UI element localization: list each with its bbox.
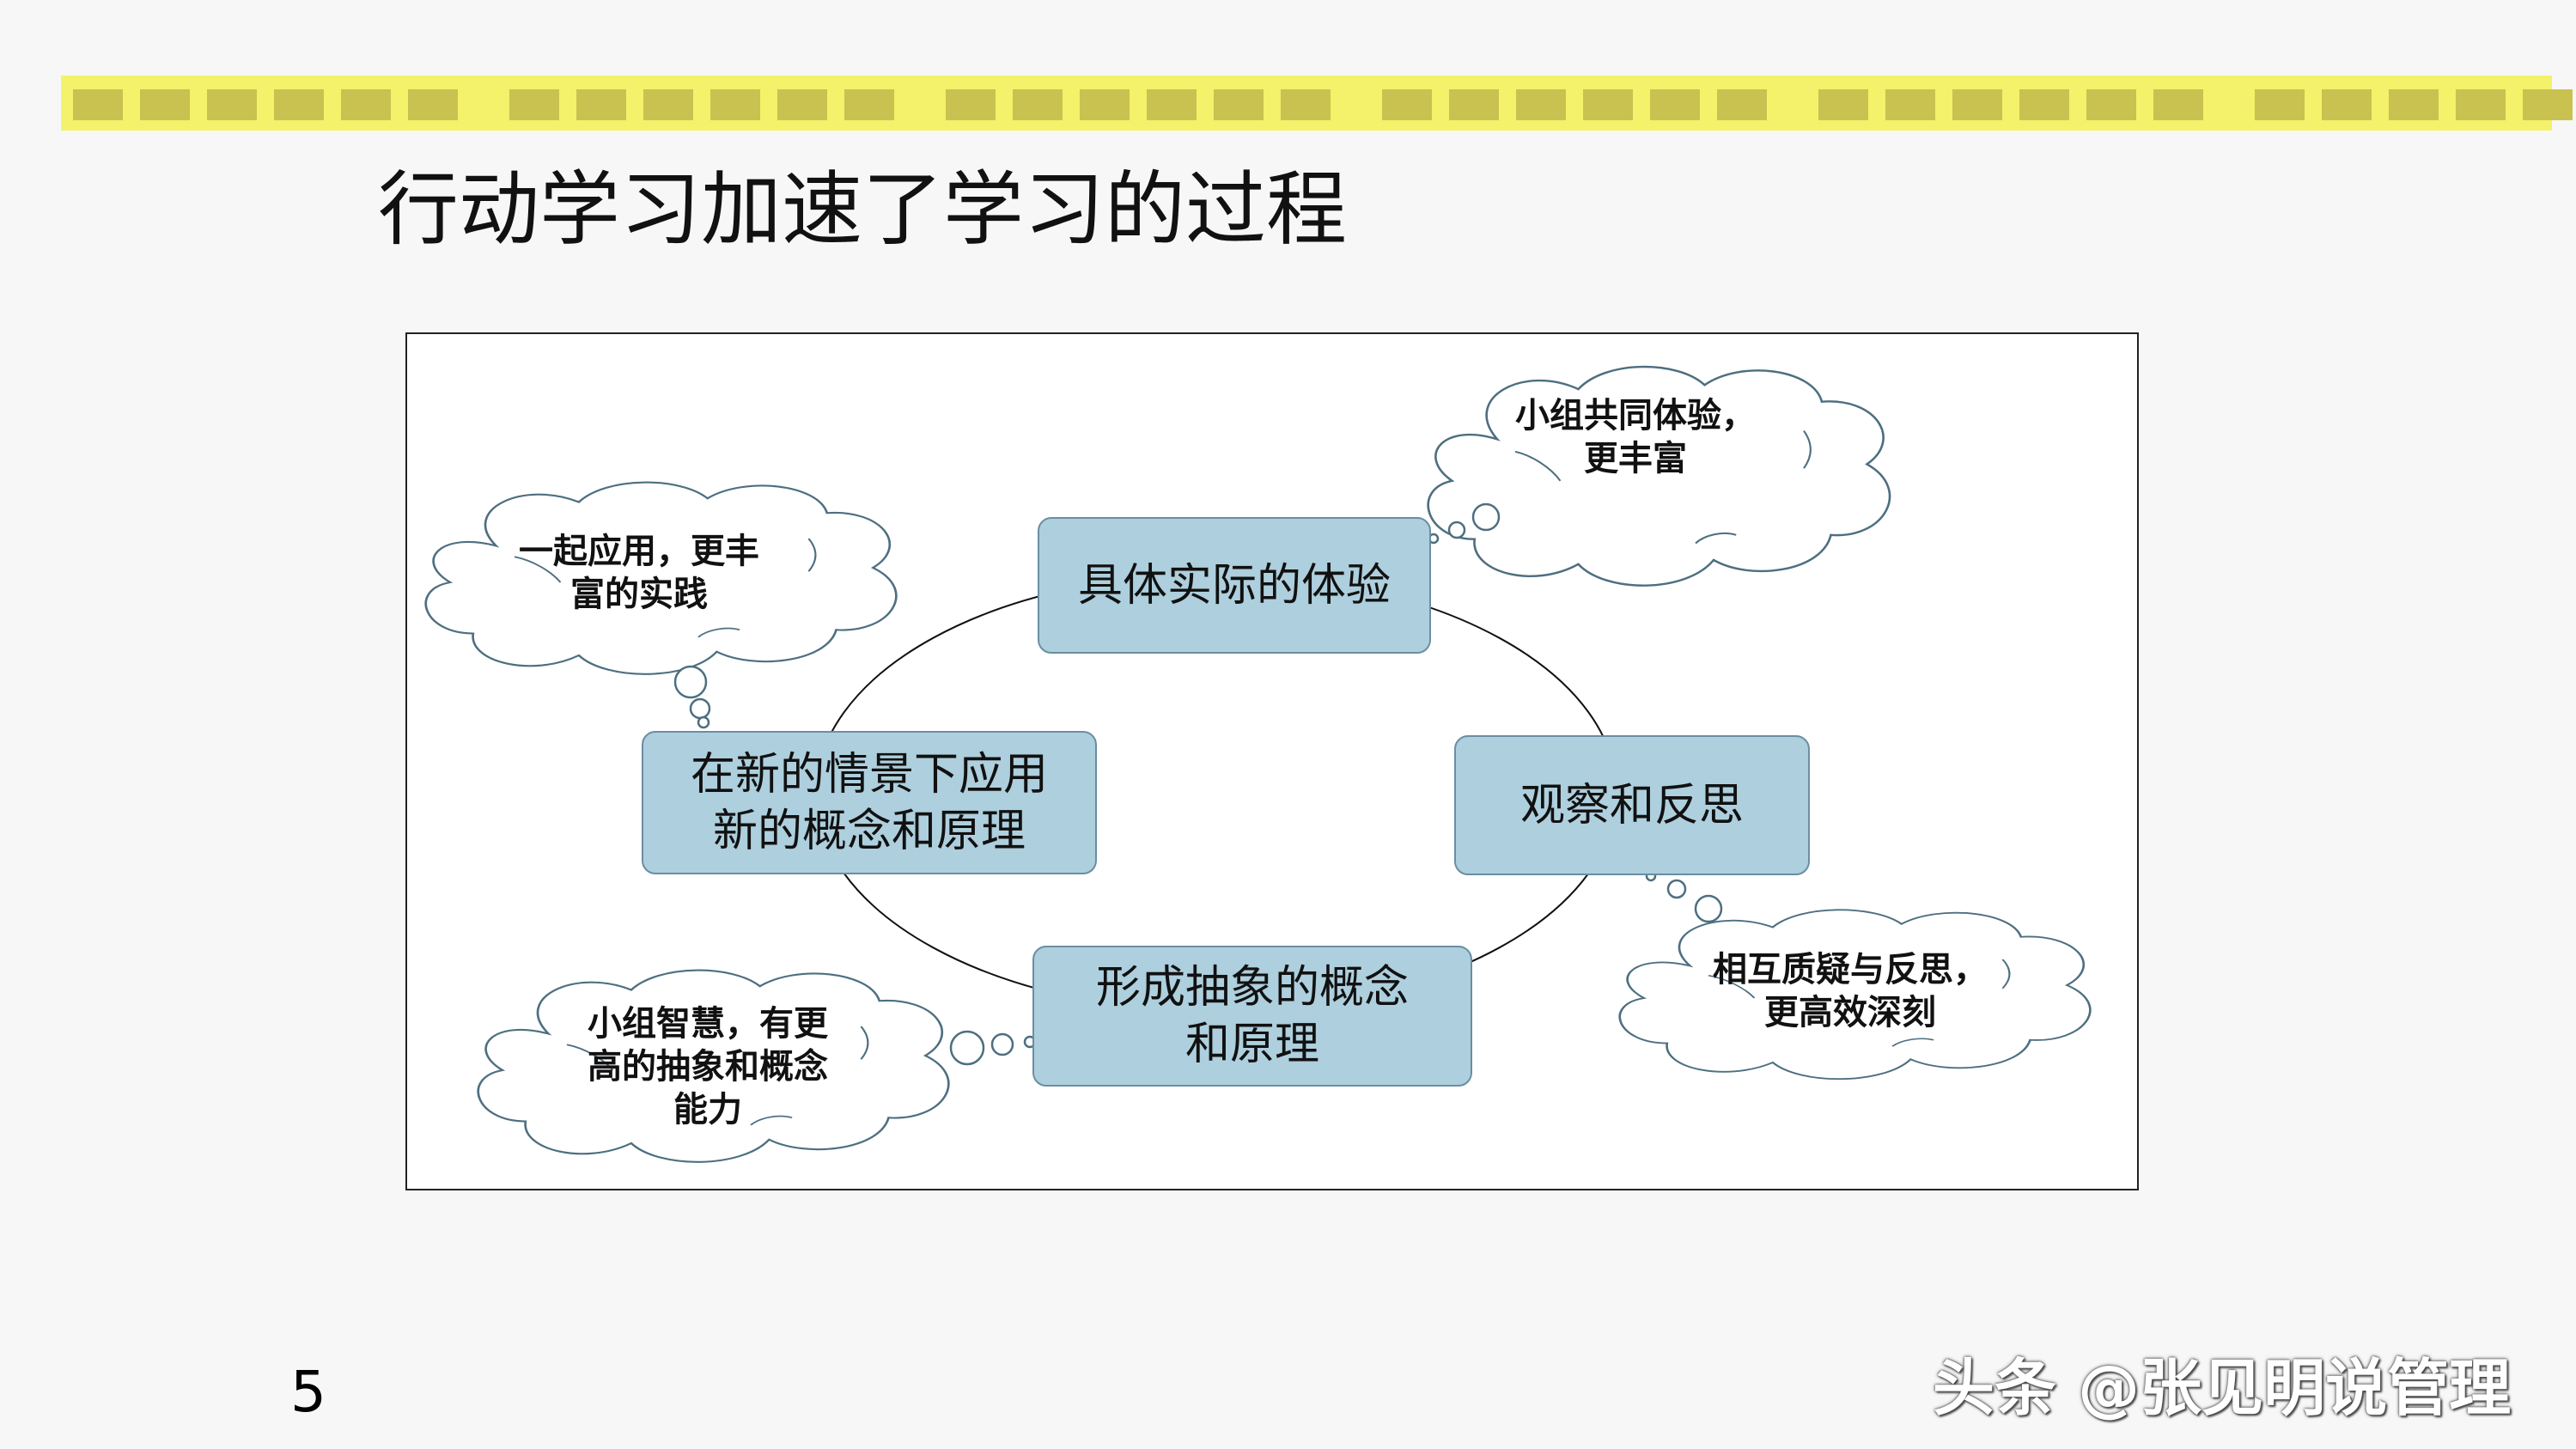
bubbles-bottom-right <box>1645 870 1723 923</box>
band-square <box>341 89 391 120</box>
band-square <box>2153 89 2203 120</box>
node-reflective-observation-label: 观察和反思 <box>1519 779 1744 831</box>
band-square <box>946 89 996 120</box>
band-square <box>2019 89 2069 120</box>
node-active-experimentation: 在新的情景下应用新的概念和原理 <box>642 731 1097 874</box>
band-square <box>73 89 123 120</box>
watermark: 头条 @张见明说管理 <box>1933 1352 2512 1424</box>
cloud-text-bottom-left: 小组智慧，有更 高的抽象和概念 能力 <box>588 1004 828 1129</box>
band-square <box>1147 89 1197 120</box>
node-concrete-experience-label: 具体实际的体验 <box>1077 559 1391 612</box>
band-square <box>710 89 760 120</box>
band-square <box>1952 89 2002 120</box>
band-square <box>408 89 458 120</box>
band-square <box>207 89 257 120</box>
node-active-experimentation-label: 在新的情景下应用新的概念和原理 <box>690 748 1048 857</box>
band-square <box>509 89 559 120</box>
band-square <box>1281 89 1331 120</box>
bubbles-left <box>673 665 711 729</box>
band-square <box>1214 89 1264 120</box>
band-square <box>2322 89 2372 120</box>
band-square <box>2086 89 2136 120</box>
band-square <box>1516 89 1566 120</box>
band-square <box>140 89 190 120</box>
band-square <box>1382 89 1432 120</box>
band-square <box>1449 89 1499 120</box>
band-square <box>2456 89 2506 120</box>
node-abstract-conceptualization: 形成抽象的概念和原理 <box>1032 946 1472 1087</box>
band-square <box>1080 89 1130 120</box>
band-square <box>2389 89 2439 120</box>
cloud-text-left: 一起应用，更丰 富的实践 <box>519 532 759 614</box>
band-square <box>1650 89 1700 120</box>
band-square <box>1717 89 1767 120</box>
band-square <box>1818 89 1868 120</box>
bubbles-bottom-left <box>949 1030 1037 1066</box>
cloud-text-top-right: 小组共同体验， 更丰富 <box>1515 396 1756 478</box>
page-number: 5 <box>290 1359 326 1425</box>
bubbles-top-right <box>1428 502 1501 545</box>
node-reflective-observation: 观察和反思 <box>1454 735 1810 875</box>
diagram-frame: 小组共同体验， 更丰富 一起应用，更丰 富的实践 相互质疑与反思， 更高效深刻 … <box>405 332 2139 1190</box>
band-square <box>1583 89 1633 120</box>
decorative-band <box>61 76 2573 131</box>
band-square <box>2255 89 2305 120</box>
band-square <box>777 89 827 120</box>
band-square <box>844 89 894 120</box>
cloud-text-bottom-right: 相互质疑与反思， 更高效深刻 <box>1713 950 1988 1032</box>
band-square <box>2523 89 2573 120</box>
node-abstract-conceptualization-label: 形成抽象的概念和原理 <box>1095 962 1409 1070</box>
band-square <box>1885 89 1935 120</box>
band-square <box>274 89 324 120</box>
band-square <box>1013 89 1063 120</box>
slide-title: 行动学习加速了学习的过程 <box>378 163 1348 257</box>
band-square <box>576 89 626 120</box>
band-square <box>643 89 693 120</box>
node-concrete-experience: 具体实际的体验 <box>1038 517 1431 654</box>
